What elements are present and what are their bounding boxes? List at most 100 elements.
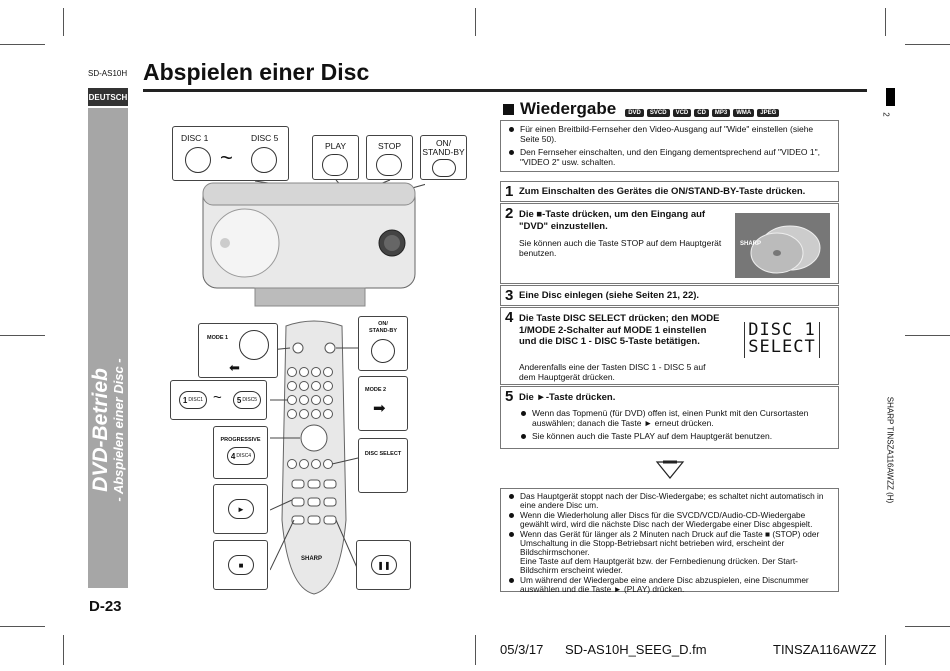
crop-mark xyxy=(905,44,950,45)
remote-key[interactable] xyxy=(299,381,309,391)
remote-key[interactable] xyxy=(323,367,333,377)
remote-key[interactable] xyxy=(311,367,321,377)
model-label: SD-AS10H xyxy=(88,69,128,78)
remote-disc1-num: 1 xyxy=(182,395,188,405)
sidebar-main: DVD-Betrieb xyxy=(89,368,112,492)
section-title-text: Wiedergabe xyxy=(520,99,617,118)
note-item: Das Hauptgerät stoppt nach der Disc-Wied… xyxy=(509,492,832,510)
remote-key[interactable] xyxy=(287,409,297,419)
remote-key[interactable] xyxy=(323,479,337,489)
bullet-dot xyxy=(509,532,514,537)
step-2: 2 Die ■-Taste drücken, um den Eingang au… xyxy=(500,203,839,284)
callout-line xyxy=(270,519,295,571)
remote-key[interactable] xyxy=(291,497,305,507)
remote-key[interactable] xyxy=(311,409,321,419)
remote-stop-button[interactable]: ■ xyxy=(228,555,254,575)
crop-mark xyxy=(63,8,64,36)
crop-mark xyxy=(63,635,64,665)
remote-key[interactable] xyxy=(323,459,333,469)
remote-onstandby-button[interactable] xyxy=(371,339,395,363)
footer-date: 05/3/17 xyxy=(500,642,544,657)
note-item: Um während der Wiedergabe eine andere Di… xyxy=(509,576,832,594)
remote-body xyxy=(281,320,347,595)
tilde-symbol: ~ xyxy=(213,389,222,406)
remote-key[interactable] xyxy=(287,459,297,469)
remote-key[interactable] xyxy=(323,409,333,419)
mode-switch[interactable] xyxy=(239,330,269,360)
step-number: 3 xyxy=(505,287,514,304)
remote-key[interactable] xyxy=(311,395,321,405)
remote-key[interactable] xyxy=(323,395,333,405)
remote-play-callout: ► xyxy=(213,484,268,534)
remote-key[interactable] xyxy=(299,395,309,405)
lcd-line-2: SELECT xyxy=(748,337,816,357)
remote-disc4-num: 4 xyxy=(230,451,236,461)
remote-play-button[interactable]: ► xyxy=(228,499,254,519)
remote-key[interactable] xyxy=(299,459,309,469)
remote-key[interactable] xyxy=(311,381,321,391)
remote-cursor-pad[interactable] xyxy=(300,424,328,452)
callout-line xyxy=(270,499,293,511)
stop-callout: STOP xyxy=(366,135,413,180)
remote-key[interactable] xyxy=(287,395,297,405)
step-title: Die Taste DISC SELECT drücken; den MODE … xyxy=(519,313,720,347)
stop-label: STOP xyxy=(378,141,401,151)
remote-key[interactable] xyxy=(307,479,321,489)
square-bullet-icon xyxy=(503,103,514,115)
disc5-button[interactable] xyxy=(251,147,277,173)
remote-drawing xyxy=(270,320,359,595)
remote-key[interactable] xyxy=(323,515,337,525)
bullet-dot xyxy=(521,434,526,439)
remote-key[interactable] xyxy=(307,515,321,525)
disc5-label: DISC 5 xyxy=(251,133,279,143)
note-item: Wenn das Gerät für länger als 2 Minuten … xyxy=(509,530,832,575)
format-badge: CD xyxy=(694,109,709,117)
remote-key[interactable] xyxy=(292,342,304,354)
remote-key[interactable] xyxy=(287,367,297,377)
crop-mark xyxy=(0,335,45,336)
bullet-dot xyxy=(509,513,514,518)
crop-mark xyxy=(885,8,886,36)
crop-mark xyxy=(905,335,950,336)
remote-key[interactable] xyxy=(299,409,309,419)
stop-button[interactable] xyxy=(376,154,402,176)
step-5: 5 Die ►-Taste drücken. Wenn das Topmenü … xyxy=(500,386,839,449)
remote-key[interactable] xyxy=(291,479,305,489)
remote-key[interactable] xyxy=(324,342,336,354)
remote-key[interactable] xyxy=(323,381,333,391)
callout-line xyxy=(335,519,359,571)
remote-disc5-text: DISC5 xyxy=(242,397,258,403)
play-button[interactable] xyxy=(322,154,348,176)
step-number: 1 xyxy=(505,183,514,200)
remote-key[interactable] xyxy=(287,381,297,391)
remote-onstandby-label: ON/ STAND-BY xyxy=(368,321,397,334)
note-item: Wenn die Wiederholung aller Discs für di… xyxy=(509,511,832,529)
footer-filename: SD-AS10H_SEEG_D.fm xyxy=(565,642,707,657)
unit-top xyxy=(202,182,416,206)
footer-code: TINSZA116AWZZ xyxy=(773,642,877,657)
intro-bullet: Für einen Breitbild-Fernseher den Video-… xyxy=(509,124,832,144)
remote-key[interactable] xyxy=(323,497,337,507)
remote-key[interactable] xyxy=(311,459,321,469)
bullet-dot xyxy=(509,578,514,583)
remote-key[interactable] xyxy=(307,497,321,507)
intro-bullet: Den Fernseher einschalten, und den Einga… xyxy=(509,147,832,167)
remote-key[interactable] xyxy=(291,515,305,525)
stop-icon: ■ xyxy=(238,560,244,570)
progressive-label: PROGRESSIVE xyxy=(220,437,261,443)
dvd-discs-illustration: SHARP xyxy=(735,213,830,278)
onstandby-button[interactable] xyxy=(432,159,456,177)
bullet-dot xyxy=(521,411,526,416)
remote-disc1-text: DISC1 xyxy=(188,397,204,403)
remote-key[interactable] xyxy=(299,367,309,377)
step-title: Zum Einschalten des Gerätes die ON/STAND… xyxy=(519,186,806,197)
edge-vertical-text: SHARP TINSZA116AWZZ (H) xyxy=(885,396,895,504)
disc1-button[interactable] xyxy=(185,147,211,173)
bullet-dot xyxy=(509,494,514,499)
remote-pause-button[interactable]: ❚❚ xyxy=(371,555,397,575)
